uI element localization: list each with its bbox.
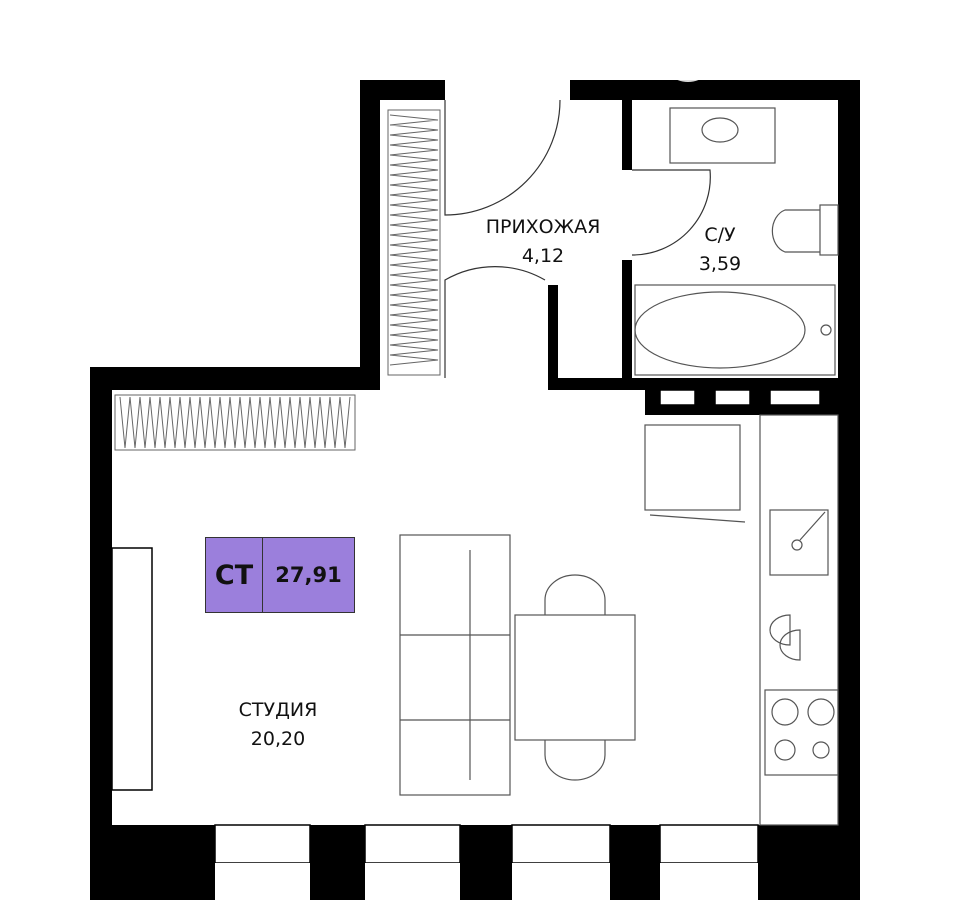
stove: [764, 689, 839, 776]
room-name: С/У: [704, 224, 736, 246]
room-name: СТУДИЯ: [238, 699, 318, 721]
watermark-tagline: недвижимость: [732, 66, 906, 81]
room-label-studio: СТУДИЯ 20,20: [239, 696, 318, 754]
doors: [444, 99, 711, 378]
apartment-total-area: 27,91: [275, 563, 342, 587]
windows: [111, 389, 821, 900]
room-label-hallway: ПРИХОЖАЯ 4,12: [486, 213, 601, 271]
sofa: [399, 534, 511, 796]
wardrobes: [114, 109, 441, 451]
room-area: 4,12: [521, 245, 565, 267]
fridge: [644, 424, 741, 511]
kitchen-counter: [759, 414, 839, 826]
logo-mark: [661, 28, 715, 82]
toilet: [819, 204, 839, 256]
apartment-badge: СТ 27,91: [205, 537, 355, 613]
watermark: ONREALT недвижимость: [670, 18, 945, 82]
sink-bath: [669, 107, 776, 164]
dining-table: [514, 614, 636, 741]
apartment-type: СТ: [206, 538, 263, 612]
room-area: 3,59: [698, 253, 742, 275]
kitchen-sink: [769, 509, 829, 576]
room-area: 20,20: [250, 728, 306, 750]
watermark-brand: ONREALT: [728, 18, 945, 64]
room-name: ПРИХОЖАЯ: [485, 216, 601, 238]
room-label-bathroom: С/У 3,59: [699, 221, 741, 279]
walls: [90, 80, 860, 900]
furniture: [399, 107, 839, 826]
